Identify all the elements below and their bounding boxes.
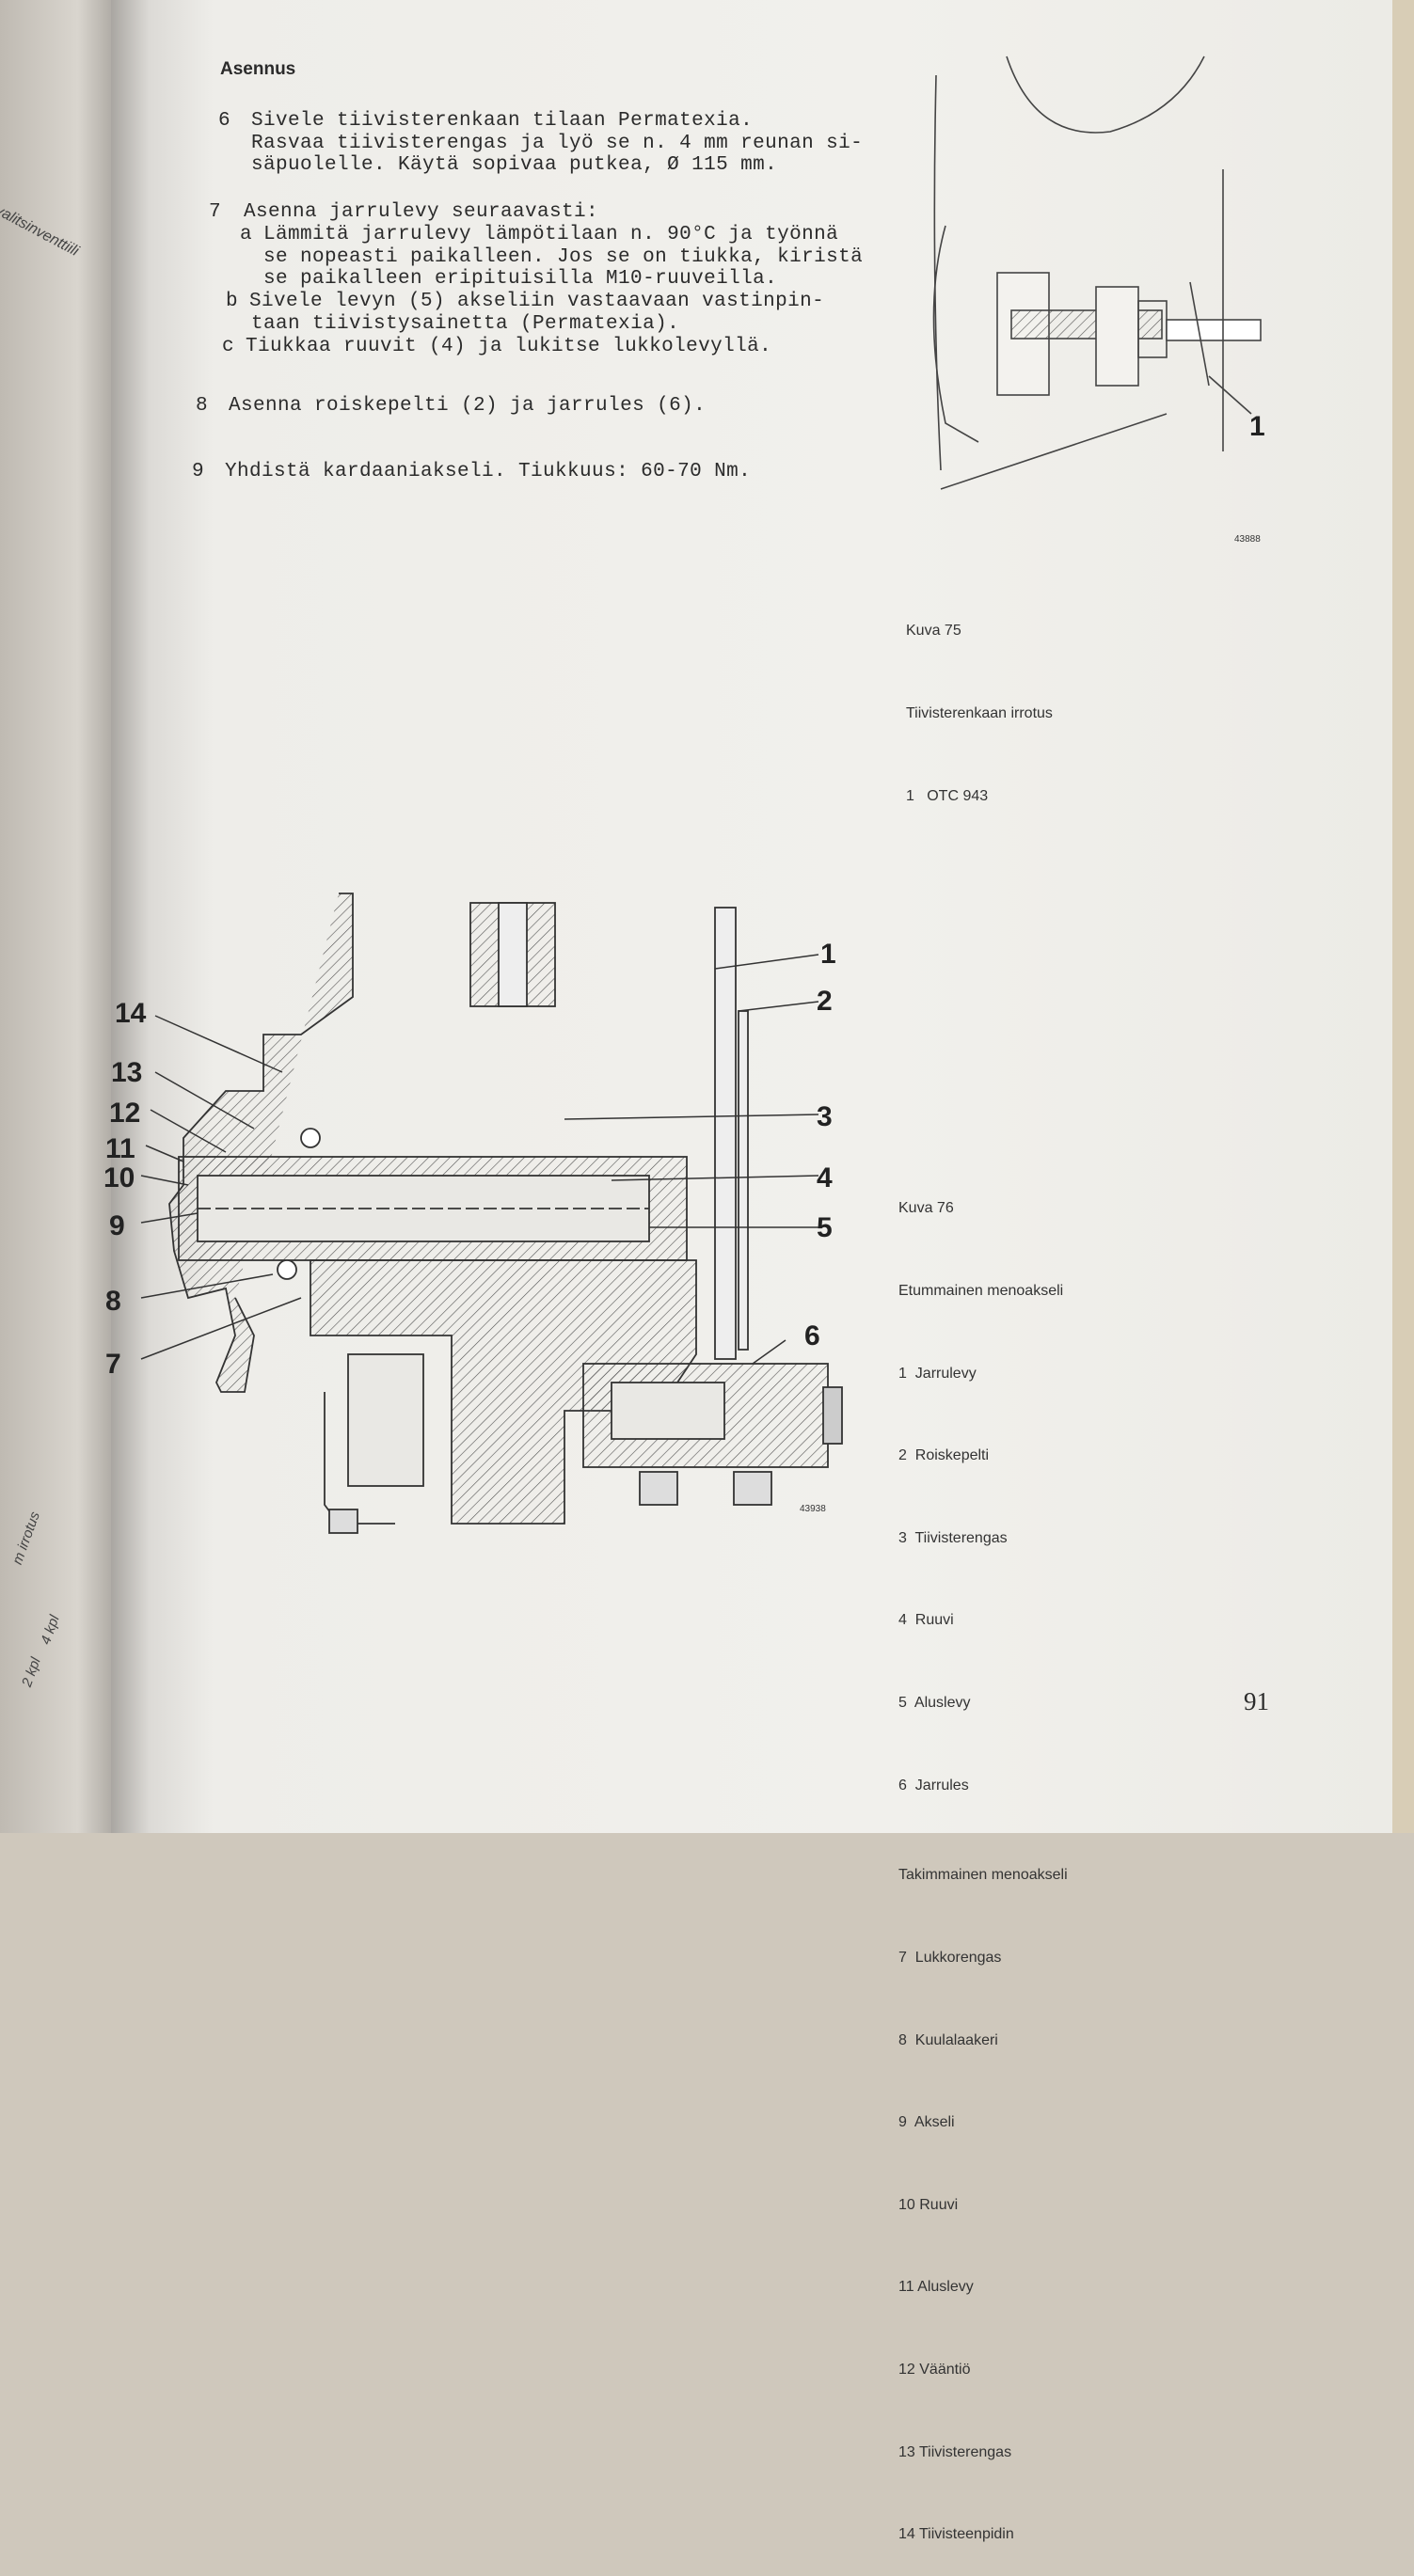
legend-item: 3 Tiivisterengas: [898, 1529, 1008, 1546]
callout-13: 13: [111, 1057, 142, 1088]
substep-a-text: Lämmitä jarrulevy lämpötilaan n. 90°C ja…: [263, 224, 864, 291]
figure-76-legend: Kuva 76 Etummainen menoakseli 1 Jarrulev…: [898, 1140, 1068, 2576]
step-7-text: Asenna jarrulevy seuraavasti:: [244, 201, 599, 223]
step-number: 6: [218, 110, 231, 132]
figure-76-leader-lines: [140, 954, 819, 1365]
legend-item: 10 Ruuvi: [898, 2196, 959, 2213]
callout-1: 1: [820, 939, 836, 970]
legend-item: 1 Jarrulevy: [898, 1365, 977, 1382]
callout-2: 2: [817, 986, 833, 1017]
legend-item: 7 Lukkorengas: [898, 1949, 1002, 1966]
callout-4: 4: [817, 1162, 833, 1193]
figure-75-ref: 43888: [1234, 534, 1261, 545]
legend-item: 12 Vääntiö: [898, 2361, 971, 2378]
section-heading: Asennus: [220, 59, 296, 79]
callout-11: 11: [105, 1133, 135, 1164]
step-6-text: Sivele tiivisterenkaan tilaan Permatexia…: [251, 110, 864, 177]
callout-6: 6: [804, 1320, 820, 1351]
substep-c-text: Tiukkaa ruuvit (4) ja lukitse lukkolevyl…: [246, 336, 772, 357]
background: [1392, 0, 1414, 1833]
legend-item: 9 Akseli: [898, 2114, 955, 2131]
legend-item: 8 Kuulalaakeri: [898, 2031, 998, 2048]
page-number: 91: [1244, 1687, 1269, 1715]
manual-page: [111, 0, 1392, 1833]
step-number: 9: [192, 461, 205, 482]
legend-item: 2 Roiskepelti: [898, 1447, 990, 1464]
figure-76-ref: 43938: [800, 1504, 826, 1514]
legend-item: 5 Aluslevy: [898, 1695, 971, 1712]
callout-9: 9: [109, 1210, 125, 1241]
callout-12: 12: [109, 1098, 140, 1129]
callout-8: 8: [105, 1286, 121, 1317]
substep-letter: a: [240, 224, 253, 245]
step-8-text: Asenna roiskepelti (2) ja jarrules (6).: [229, 395, 707, 417]
step-number: 8: [196, 395, 209, 417]
callout-3: 3: [817, 1101, 833, 1132]
callout-7: 7: [105, 1349, 121, 1380]
legend-heading: Takimmainen menoakseli: [898, 1867, 1068, 1884]
figure-75-caption: Kuva 75 Tiivisterenkaan irrotus 1 OTC 94…: [906, 623, 1053, 804]
figures-layer: 1 43888 1 2: [103, 55, 1265, 1534]
step-number: 7: [209, 201, 222, 223]
callout-5: 5: [817, 1212, 833, 1243]
callout-14: 14: [115, 998, 147, 1029]
legend-item: 4 Ruuvi: [898, 1612, 954, 1629]
substep-letter: c: [222, 336, 235, 357]
step-9-text: Yhdistä kardaaniakseli. Tiukkuus: 60-70 …: [225, 461, 752, 482]
figure-75-drawing: [932, 55, 1262, 490]
substep-b-text: Sivele levyn (5) akseliin vastaavaan vas…: [249, 291, 825, 335]
substep-letter: b: [226, 291, 239, 312]
legend-item: 13 Tiivisterengas: [898, 2443, 1012, 2460]
figure-75-callout: 1: [1249, 411, 1265, 442]
legend-item: 11 Aluslevy: [898, 2279, 974, 2296]
legend-item: 14 Tiivisteenpidin: [898, 2526, 1014, 2543]
legend-title: Kuva 76: [898, 1200, 954, 1217]
legend-heading: Etummainen menoakseli: [898, 1283, 1064, 1300]
legend-item: 6 Jarrules: [898, 1777, 969, 1794]
callout-10: 10: [103, 1162, 135, 1193]
figure-76-drawing: [168, 893, 843, 1534]
